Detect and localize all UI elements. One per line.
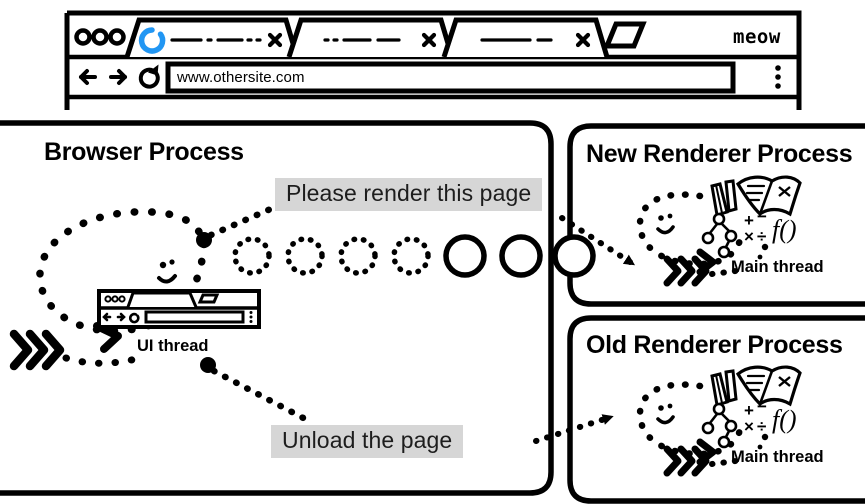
task-circle-active (499, 234, 543, 278)
new-renderer-thread-trail (709, 268, 739, 277)
window-control-dot[interactable] (74, 28, 92, 46)
task-circle-active (443, 234, 487, 278)
svg-text:f(): f() (772, 405, 797, 434)
svg-text:×: × (744, 417, 754, 436)
old-renderer-graph-icon (701, 402, 738, 449)
new-renderer-chevrons (663, 255, 710, 287)
old-renderer-chevrons (663, 445, 710, 477)
svg-text:−: − (757, 397, 767, 416)
svg-text:÷: ÷ (757, 227, 766, 246)
browser-brand-label: meow (733, 26, 781, 48)
ui-thread-loop-arrow (93, 322, 122, 353)
toolbar-menu-button[interactable] (775, 65, 781, 89)
tab-close-icon[interactable] (267, 32, 283, 48)
task-circle-pending (391, 236, 431, 276)
task-queue-circles (232, 234, 596, 278)
new-renderer-face-icon (656, 213, 675, 235)
old-renderer-face-icon (656, 403, 675, 425)
task-circle-pending (232, 236, 272, 276)
toolbar-back-button[interactable] (79, 69, 97, 85)
svg-text:+: + (744, 401, 754, 420)
tab-spinner-icon (138, 27, 166, 54)
new-renderer-main-thread-label: Main thread (731, 258, 824, 276)
task-circle-pending (285, 236, 325, 276)
old-renderer-loop (636, 381, 744, 458)
browser-tab-1[interactable] (286, 17, 455, 58)
old-renderer-books-icon (710, 365, 802, 407)
ui-thread-label: UI thread (137, 337, 209, 355)
svg-text:+: + (744, 211, 754, 230)
svg-text:f(): f() (772, 215, 797, 244)
unload-request-label: Unload the page (271, 425, 464, 458)
address-bar-box[interactable] (165, 61, 736, 94)
new-tab-button[interactable] (603, 21, 647, 49)
browser-tab-2[interactable] (441, 17, 610, 58)
svg-text:÷: ÷ (757, 417, 766, 436)
old-renderer-main-thread-label: Main thread (731, 448, 824, 466)
old-renderer-math-icon: + − × ÷ f() (744, 397, 797, 450)
old-renderer-main-thread-group: + − × ÷ f() (636, 365, 802, 477)
tab-close-icon[interactable] (575, 32, 591, 48)
unload-request-connector (210, 367, 313, 425)
ui-thread-face-icon (157, 259, 177, 284)
browser-tab-0[interactable] (124, 17, 300, 58)
browser-process-title: Browser Process (44, 138, 244, 166)
old-renderer-process-panel (567, 315, 865, 504)
ui-thread-incoming-chevrons (9, 329, 65, 371)
window-control-dot[interactable] (108, 28, 126, 46)
new-renderer-loop (636, 191, 744, 268)
old-renderer-process-title: Old Renderer Process (586, 331, 843, 359)
ui-thread-incoming-trail (62, 354, 144, 367)
render-request-arrow (559, 215, 636, 266)
new-renderer-graph-icon (701, 212, 738, 259)
toolbar-forward-button[interactable] (109, 69, 127, 85)
new-renderer-main-thread-group: + − × ÷ f() (636, 175, 802, 287)
ui-thread-browser-icon (97, 289, 261, 329)
render-request-label: Please render this page (275, 178, 543, 211)
task-circle-active (552, 234, 596, 278)
tab-close-icon[interactable] (421, 32, 437, 48)
render-request-connector (207, 200, 286, 239)
svg-text:×: × (744, 227, 754, 246)
address-bar-input[interactable]: www.othersite.com (177, 69, 305, 86)
svg-text:−: − (757, 207, 767, 226)
browser-process-panel (0, 120, 554, 496)
window-control-dot[interactable] (91, 28, 109, 46)
window-controls[interactable] (74, 28, 126, 46)
toolbar-reload-button[interactable] (138, 64, 160, 89)
new-renderer-process-panel (567, 123, 865, 307)
new-renderer-books-icon (710, 175, 802, 217)
old-renderer-thread-trail (709, 458, 739, 467)
new-renderer-process-title: New Renderer Process (586, 140, 853, 168)
unload-request-arrow (533, 414, 614, 444)
new-renderer-math-icon: + − × ÷ f() (744, 207, 797, 260)
task-circle-pending (338, 236, 378, 276)
